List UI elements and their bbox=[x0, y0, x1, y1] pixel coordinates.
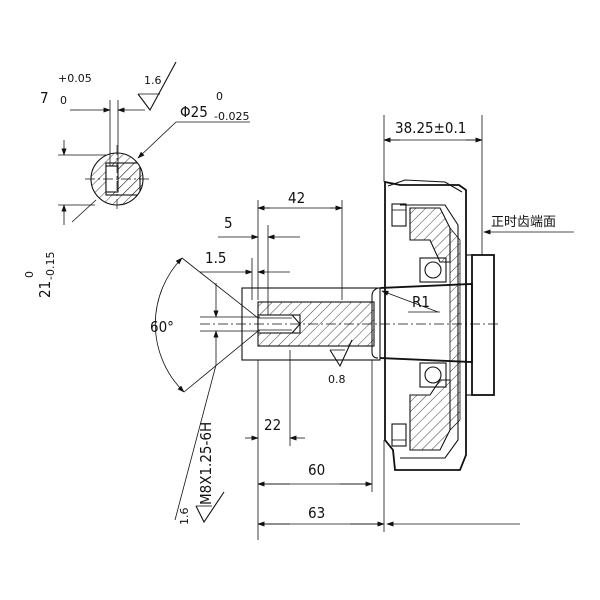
dim-5: 5 bbox=[218, 214, 300, 315]
svg-text:-0.025: -0.025 bbox=[214, 110, 249, 123]
svg-text:M8X1.25-6H: M8X1.25-6H bbox=[197, 422, 215, 505]
svg-text:38.25±0.1: 38.25±0.1 bbox=[395, 119, 466, 137]
svg-text:0.8: 0.8 bbox=[328, 373, 346, 386]
shaft-diameter-label: Φ25 0 -0.025 bbox=[180, 90, 249, 123]
svg-text:0: 0 bbox=[216, 90, 223, 103]
flange-dimension: 38.25±0.1 bbox=[383, 115, 483, 255]
svg-text:22: 22 bbox=[264, 416, 281, 434]
svg-text:正时齿端面: 正时齿端面 bbox=[491, 215, 556, 230]
svg-text:Φ25: Φ25 bbox=[180, 103, 208, 121]
svg-text:7: 7 bbox=[40, 89, 49, 107]
svg-text:+0.05: +0.05 bbox=[58, 72, 92, 85]
svg-text:1.5: 1.5 bbox=[205, 249, 226, 267]
svg-text:63: 63 bbox=[308, 504, 325, 522]
bolt-bottom bbox=[391, 423, 407, 447]
dim-42: 42 bbox=[257, 189, 343, 300]
shaft-cross-section bbox=[58, 61, 250, 225]
svg-text:1.6: 1.6 bbox=[178, 508, 191, 526]
bearing-bottom bbox=[419, 362, 447, 388]
svg-text:0: 0 bbox=[23, 271, 36, 278]
svg-text:5: 5 bbox=[224, 214, 233, 232]
svg-text:-0.15: -0.15 bbox=[44, 252, 57, 280]
thread-callout: M8X1.25-6H bbox=[174, 283, 219, 521]
bolt-top bbox=[391, 203, 407, 227]
roughness-mid: 0.8 bbox=[328, 339, 353, 386]
dim-1-5: 1.5 bbox=[200, 249, 290, 300]
housing-outline bbox=[384, 180, 467, 471]
crankshaft-side-view bbox=[200, 179, 500, 471]
bearing-top bbox=[419, 257, 447, 283]
svg-text:60°: 60° bbox=[150, 318, 174, 336]
roughness-symbol-top bbox=[137, 61, 177, 112]
keyway-depth-label: 21 0 -0.15 bbox=[23, 252, 57, 298]
roughness-bottom: 1.6 bbox=[178, 491, 225, 526]
timing-face-callout: 正时齿端面 bbox=[483, 215, 574, 235]
dim-22: 22 bbox=[245, 350, 305, 540]
dim-60: 60 bbox=[257, 360, 373, 492]
svg-text:60: 60 bbox=[308, 461, 325, 479]
dim-63: 63 bbox=[257, 440, 520, 532]
angle-60: 60° bbox=[150, 257, 259, 393]
roughness-top-value: 1.6 bbox=[144, 74, 162, 87]
svg-text:0: 0 bbox=[60, 94, 67, 107]
keyway-width-label: 7 +0.05 0 bbox=[40, 72, 92, 107]
svg-text:21: 21 bbox=[36, 281, 54, 298]
shaft-body bbox=[379, 283, 473, 363]
timing-gear-plate bbox=[471, 254, 495, 396]
svg-text:42: 42 bbox=[288, 189, 305, 207]
svg-text:R1: R1 bbox=[412, 293, 430, 311]
radius-callout: R1 bbox=[381, 290, 440, 313]
